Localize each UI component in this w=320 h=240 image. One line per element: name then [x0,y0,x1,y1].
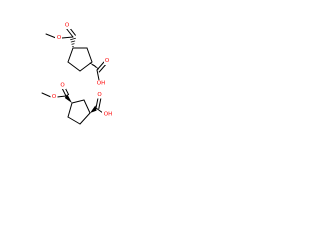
wedge-stereo-bond [64,94,72,103]
atom-label-o: O [60,83,65,89]
ring-bond [67,102,73,118]
hashed-stereo-bond [89,62,99,70]
atom-label-o: O [105,58,110,64]
ring-bond [79,61,93,72]
molecule-top: O O O OH [45,22,111,87]
ring-bond [79,112,91,125]
atom-label-o: O [52,94,57,100]
atom-label-o: O [65,23,70,29]
ring-bond [71,99,85,104]
ring-bond [67,116,81,125]
single-bond [96,69,100,81]
double-bond [61,87,67,97]
single-bond [45,33,57,39]
atom-label-o: O [97,92,102,98]
ring-bond [67,61,81,72]
atom-label-oh: OH [97,81,105,87]
single-bond [41,92,52,98]
chemical-structure-drawing: O O O OH O O O [41,22,114,125]
single-bond [95,107,104,114]
ring-bond [83,99,91,114]
single-bond [61,36,74,39]
atom-label-o: O [57,35,62,41]
double-bond [65,27,74,38]
molecule-bottom: O O O OH [41,82,114,125]
hashed-stereo-bond [70,37,76,47]
ring-bond [67,47,74,63]
double-bond [96,61,105,71]
double-bond [95,97,99,109]
double-bond [98,63,107,73]
single-bond [56,95,67,98]
double-bond [98,98,102,110]
ring-bond [86,47,93,63]
atom-label-oh: OH [104,112,112,118]
wedge-stereo-bond [90,105,97,113]
